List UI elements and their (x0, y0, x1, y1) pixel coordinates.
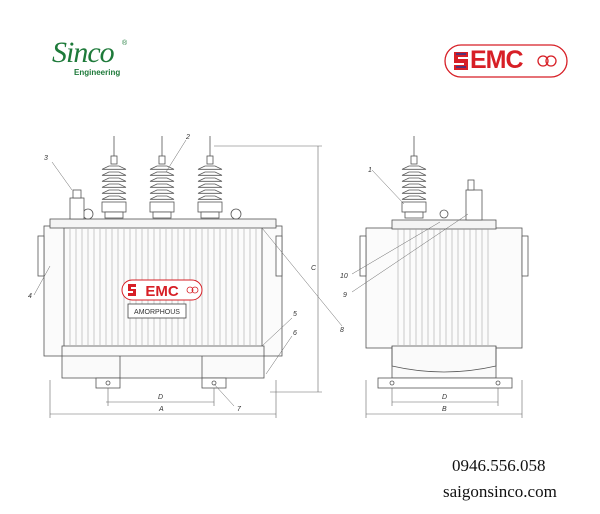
callout-5: 5 (293, 311, 297, 318)
sinco-logo-text: Sinco (52, 36, 115, 69)
callout-labels: 3 2 4 5 6 7 8 1 10 9 D A C D B AMORPHOUS… (28, 134, 447, 413)
front-side-bracket-left (37, 235, 45, 277)
callout-4: 4 (28, 293, 32, 300)
side-view (351, 136, 529, 418)
side-base (391, 345, 497, 379)
callout-1: 1 (368, 167, 372, 174)
front-foot-left (95, 377, 121, 389)
front-tank-top-flange (49, 218, 277, 229)
emc-rings-icon (537, 55, 557, 67)
dimension-a: A (158, 406, 164, 413)
side-bushing (401, 136, 427, 219)
side-leaders (351, 169, 469, 293)
bushing-left (101, 136, 127, 219)
dimension-d-front: D (158, 394, 163, 401)
front-side-bracket-right (275, 235, 283, 277)
callout-6: 6 (293, 330, 297, 337)
side-dimensions (365, 380, 523, 418)
front-lifting-lug-left (82, 208, 94, 220)
front-view (33, 136, 343, 418)
emc-logo (444, 44, 568, 78)
phone-number: 0946.556.058 (452, 456, 546, 475)
callout-8: 8 (340, 327, 344, 334)
side-tank-body (365, 227, 523, 349)
side-breather (465, 189, 483, 221)
front-leaders (33, 139, 343, 407)
emc-s-emblem-icon (454, 52, 468, 70)
front-bushings (101, 136, 223, 219)
tank-emc-badge (121, 279, 203, 301)
side-skid (377, 377, 513, 389)
callout-10: 10 (340, 273, 348, 280)
front-lifting-lug-right (230, 208, 242, 220)
front-foot-right (201, 377, 227, 389)
nameplate-plate (127, 303, 187, 319)
side-bushing-body (401, 136, 427, 219)
callout-3: 3 (44, 155, 48, 162)
bushing-center (149, 136, 175, 219)
nameplate-text: AMORPHOUS (134, 309, 180, 316)
side-cooling-fins (397, 229, 489, 345)
website-url: saigonsinco.com (443, 482, 557, 501)
dimension-b: B (442, 406, 447, 413)
bushing-right (197, 136, 223, 219)
front-cooling-fins (69, 229, 257, 345)
dimension-c: C (311, 265, 317, 272)
registered-mark: ® (122, 40, 128, 47)
tank-emc-text: EMC (145, 283, 179, 300)
dimension-d-side: D (442, 394, 447, 401)
front-oil-fill-plug (69, 197, 85, 220)
callout-7: 7 (237, 406, 242, 413)
callout-2: 2 (185, 134, 190, 141)
front-base (61, 345, 265, 379)
callout-9: 9 (343, 292, 347, 299)
front-dimensions (49, 145, 322, 418)
sinco-logo-subtitle: Engineering (74, 68, 121, 77)
emc-logo-text: EMC (470, 46, 524, 74)
